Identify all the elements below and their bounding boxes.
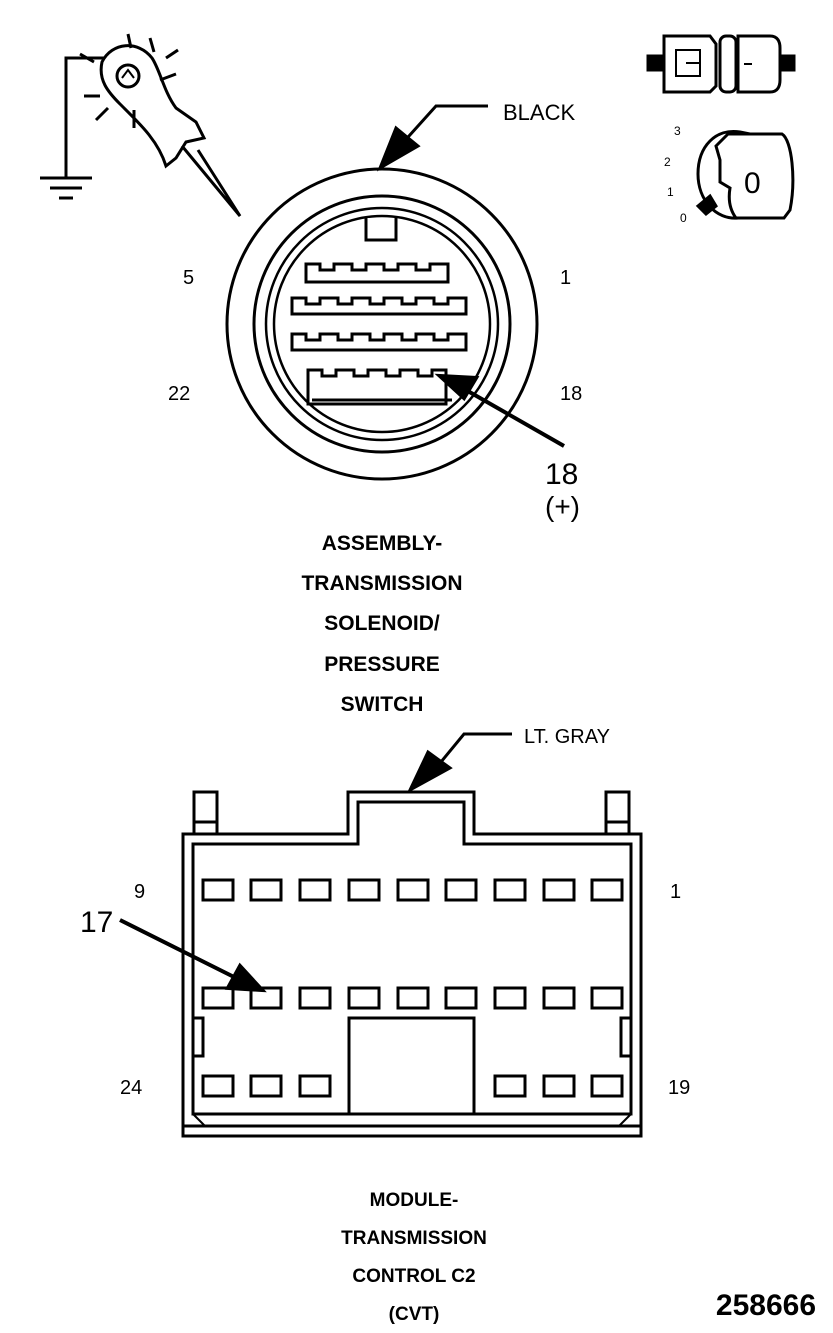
solenoid-connector [225, 167, 539, 481]
bottom-connector-title: MODULE- TRANSMISSION CONTROL C2 (CVT) [341, 1190, 487, 1325]
top-title-line-4: PRESSURE [324, 653, 440, 676]
bottom-title-line-2: TRANSMISSION [341, 1228, 487, 1249]
top-pin-label-5: 5 [183, 267, 194, 289]
pin-17-callout-number: 17 [80, 906, 113, 939]
bottom-pin-label-24: 24 [120, 1077, 142, 1099]
ignition-position-2: 2 [664, 155, 671, 169]
pin-18-callout-arrow [434, 373, 565, 448]
top-title-line-3: SOLENOID/ [324, 612, 440, 635]
pin-18-callout-polarity: (+) [545, 491, 580, 522]
pin-17-callout-arrow [119, 918, 267, 993]
bottom-title-line-1: MODULE- [370, 1190, 459, 1211]
ignition-position-0: 0 [680, 211, 687, 225]
ignition-key-label: 0 [744, 167, 761, 200]
ignition-switch-icon [695, 129, 795, 220]
bottom-title-line-3: CONTROL C2 [352, 1266, 475, 1287]
top-title-line-5: SWITCH [341, 693, 424, 716]
black-callout-arrow [376, 104, 488, 172]
bottom-title-line-4: (CVT) [389, 1304, 440, 1325]
figure-number: 258666 [716, 1289, 816, 1322]
bottom-pin-label-19: 19 [668, 1077, 690, 1099]
top-connector-title: ASSEMBLY- TRANSMISSION SOLENOID/ PRESSUR… [301, 532, 462, 716]
bottom-connector-color-label: LT. GRAY [524, 726, 610, 748]
connector-symbol-icon [646, 34, 796, 94]
top-pin-label-18: 18 [560, 383, 582, 405]
top-connector-color-label: BLACK [503, 100, 575, 125]
bottom-pin-label-9: 9 [134, 881, 145, 903]
ignition-position-1: 1 [667, 185, 674, 199]
pin-18-callout-number: 18 [545, 458, 578, 491]
bottom-pin-label-1: 1 [670, 881, 681, 903]
ignition-position-3: 3 [674, 124, 681, 138]
top-title-line-1: ASSEMBLY- [322, 532, 443, 555]
module-connector [181, 790, 643, 1138]
test-probe-icon [40, 33, 242, 217]
top-title-line-2: TRANSMISSION [301, 572, 462, 595]
lt-gray-callout-arrow [406, 732, 512, 794]
top-pin-label-22: 22 [168, 383, 190, 405]
top-pin-label-1: 1 [560, 267, 571, 289]
